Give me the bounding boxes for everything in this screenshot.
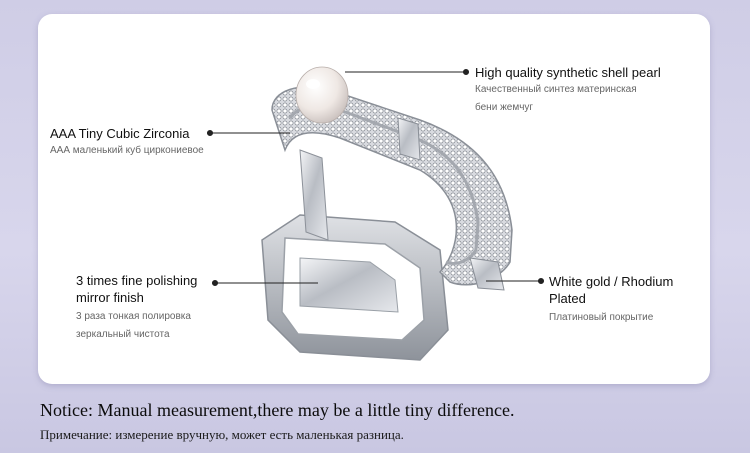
pearl	[295, 66, 349, 124]
callout-plating-ru: Платиновый покрытие	[549, 312, 654, 323]
callout-pearl: High quality synthetic shell pearl Качес…	[475, 64, 661, 117]
callout-zirconia-ru: ААА маленький куб циркониевое	[50, 145, 204, 156]
ring-lower-band	[261, 214, 449, 361]
callout-pearl-ru-line2: бени жемчуг	[475, 102, 534, 113]
callout-plating-en-line1: White gold / Rhodium	[549, 274, 674, 289]
callout-leader-lines	[206, 68, 545, 287]
callout-zirconia-en: AAA Tiny Cubic Zirconia	[50, 126, 190, 141]
callout-polishing-en-line1: 3 times fine polishing	[76, 273, 198, 288]
notice-english: Notice: Manual measurement,there may be …	[40, 400, 515, 420]
callout-zirconia: AAA Tiny Cubic Zirconia ААА маленький ку…	[50, 125, 204, 160]
notice-russian: Примечание: измерение вручную, может ест…	[40, 427, 404, 442]
callout-pearl-ru-line1: Качественный синтез материнская	[475, 84, 637, 95]
ring-post	[299, 149, 329, 241]
callout-polishing-en-line2: mirror finish	[76, 290, 144, 305]
callout-pearl-en: High quality synthetic shell pearl	[475, 65, 661, 80]
callout-polishing-ru-line1: 3 раза тонкая полировка	[76, 311, 191, 322]
callout-polishing-ru-line2: зеркальный чистота	[76, 329, 170, 340]
ring-upper-band	[271, 86, 513, 291]
callout-polishing: 3 times fine polishing mirror finish 3 р…	[76, 272, 197, 344]
callout-plating: White gold / Rhodium Plated Платиновый п…	[549, 273, 673, 327]
callout-plating-en-line2: Plated	[549, 291, 586, 306]
